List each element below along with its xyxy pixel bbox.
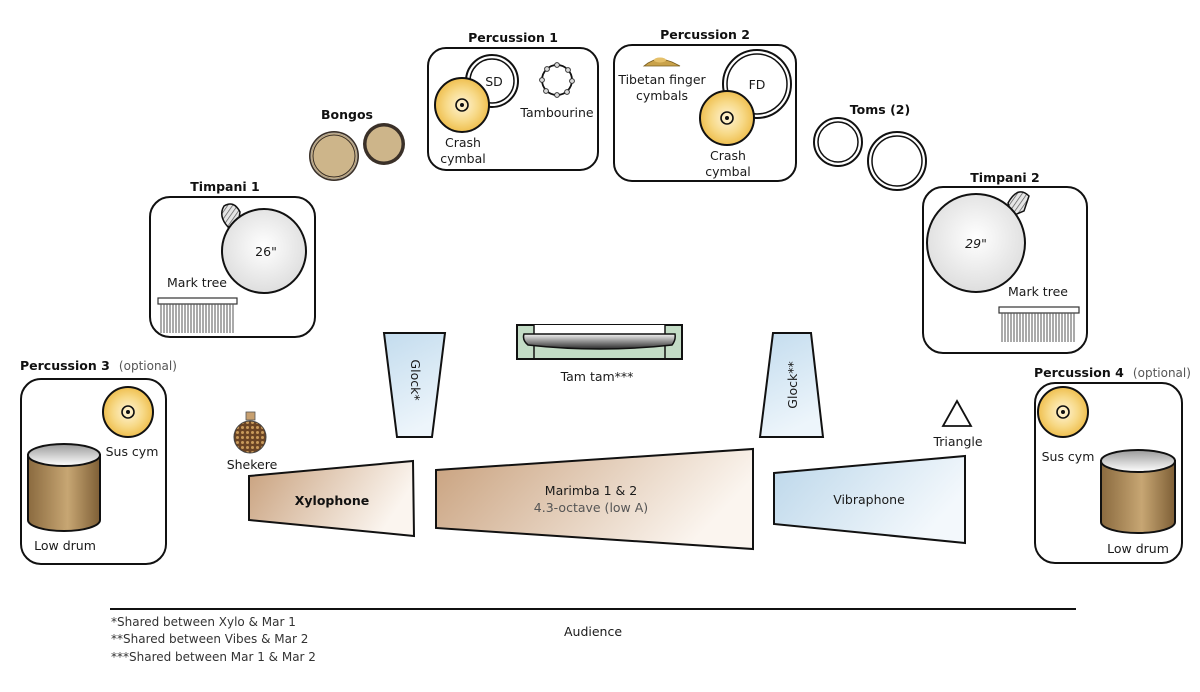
glockenspiel-right: Glock** <box>758 332 825 438</box>
audience-label: Audience <box>564 624 622 639</box>
station-percussion-4: Percussion 4 (optional) Sus cym Low drum <box>1034 362 1191 564</box>
crash-cymbal-1-icon <box>434 77 490 133</box>
percussion-3-heading: Percussion 3 (optional) <box>20 355 177 374</box>
percussion-4-heading: Percussion 4 (optional) <box>1034 362 1191 381</box>
triangle-label: Triangle <box>932 434 982 449</box>
glockenspiel-left: Glock* <box>382 332 447 438</box>
tom-large-icon <box>867 131 927 191</box>
vibraphone-label: Vibraphone <box>833 492 905 507</box>
mark-tree-2-label: Mark tree <box>1008 284 1068 299</box>
marimba-sublabel: 4.3-octave (low A) <box>534 500 648 515</box>
finger-cymbals-icon <box>642 57 681 67</box>
sus-cymbal-3-icon <box>102 386 154 438</box>
low-drum-3-icon <box>27 443 101 532</box>
timpani-29-icon: 29" <box>926 193 1026 293</box>
triangle-icon <box>941 399 973 427</box>
station-timpani-1: Timpani 1 26" Mark tree <box>149 179 316 338</box>
tam-tam: Tam tam*** <box>516 324 683 384</box>
glock-left-label: Glock* <box>408 359 423 400</box>
percussion-2-title: Percussion 2 <box>660 27 750 42</box>
toms-title: Toms (2) <box>850 102 910 117</box>
glock-right-label: Glock** <box>785 361 800 408</box>
sus-cymbal-4-label: Sus cym <box>1042 449 1095 464</box>
timpani-26-icon: 26" <box>221 208 307 294</box>
finger-cymbals-label-line2: cymbals <box>636 88 688 103</box>
bongos-title: Bongos <box>321 107 373 122</box>
station-percussion-1: Percussion 1 SD Tambourine Crash cymbal <box>427 30 599 171</box>
footnote-1: *Shared between Xylo & Mar 1 <box>111 615 296 629</box>
tam-tam-label: Tam tam*** <box>560 369 634 384</box>
xylophone: Xylophone <box>248 459 416 538</box>
percussion-3-title: Percussion 3 <box>20 358 110 373</box>
timpani-1-size: 26" <box>255 244 277 259</box>
footnote-2: **Shared between Vibes & Mar 2 <box>111 632 308 646</box>
field-drum-label: FD <box>749 77 766 92</box>
mark-tree-1-label: Mark tree <box>167 275 227 290</box>
station-percussion-2: Percussion 2 Tibetan finger cymbals FD C… <box>613 27 797 182</box>
percussion-4-optional: (optional) <box>1133 366 1191 380</box>
mark-tree-2-icon <box>998 306 1080 342</box>
finger-cymbals-label-line1: Tibetan finger <box>617 72 706 87</box>
footnote-3: ***Shared between Mar 1 & Mar 2 <box>111 650 316 664</box>
crash-cymbal-2-label-line2: cymbal <box>705 164 751 179</box>
timpani-2-size: 29" <box>965 236 987 251</box>
low-drum-4-label: Low drum <box>1107 541 1169 556</box>
bongo-small-icon <box>363 123 405 165</box>
marimba: Marimba 1 & 2 4.3-octave (low A) <box>435 447 754 551</box>
station-bongos: Bongos <box>309 107 405 181</box>
crash-cymbal-1-label-line1: Crash <box>445 135 481 150</box>
shekere-label: Shekere <box>227 457 278 472</box>
percussion-4-title: Percussion 4 <box>1034 365 1124 380</box>
percussion-1-title: Percussion 1 <box>468 30 558 45</box>
shekere-icon <box>233 411 267 454</box>
station-timpani-2: Timpani 2 29" Mark tree <box>922 170 1088 354</box>
percussion-3-optional: (optional) <box>119 359 177 373</box>
crash-cymbal-2-label-line1: Crash <box>710 148 746 163</box>
vibraphone: Vibraphone <box>773 454 966 545</box>
timpani-1-title: Timpani 1 <box>190 179 259 194</box>
tom-small-icon <box>813 117 863 167</box>
sus-cymbal-3-label: Sus cym <box>106 444 159 459</box>
station-toms: Toms (2) <box>813 102 927 191</box>
mark-tree-1-icon <box>157 297 238 333</box>
low-drum-4-icon <box>1100 449 1176 534</box>
tambourine-icon <box>539 62 575 98</box>
station-percussion-3: Percussion 3 (optional) Sus cym Low drum <box>20 355 177 565</box>
crash-cymbal-2-icon <box>699 90 755 146</box>
timpani-2-title: Timpani 2 <box>970 170 1039 185</box>
low-drum-3-label: Low drum <box>34 538 96 553</box>
snare-drum-label: SD <box>485 74 503 89</box>
tambourine-label: Tambourine <box>519 105 593 120</box>
marimba-label: Marimba 1 & 2 <box>545 483 637 498</box>
crash-cymbal-1-label-line2: cymbal <box>440 151 486 166</box>
bongo-large-icon <box>309 131 359 181</box>
xylophone-label: Xylophone <box>295 493 369 508</box>
sus-cymbal-4-icon <box>1037 386 1089 438</box>
